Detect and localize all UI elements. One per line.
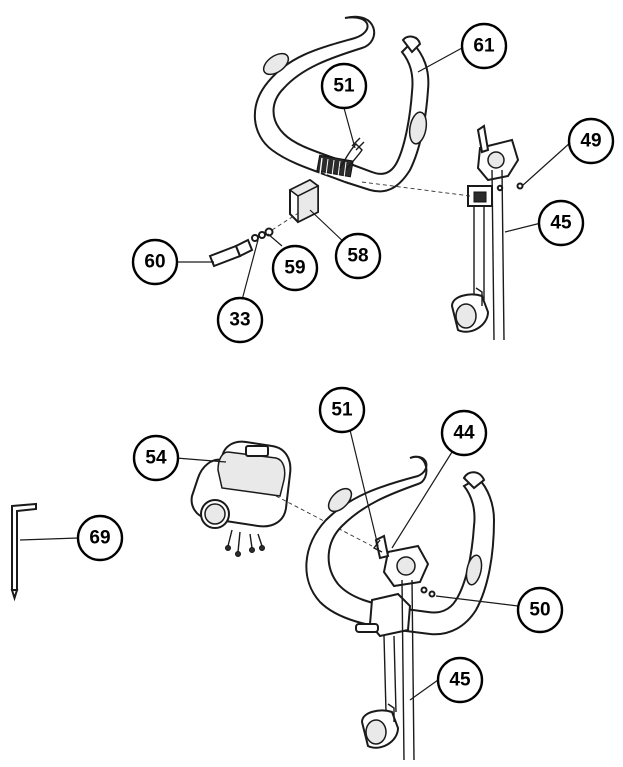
callout-54: 54 — [132, 434, 180, 482]
callout-49: 49 — [567, 117, 615, 165]
callout-45-bottom: 45 — [436, 656, 484, 704]
callout-51-bottom: 51 — [318, 386, 366, 434]
callout-label: 58 — [347, 246, 368, 267]
bottom-leader-lines — [19, 429, 519, 701]
console-part — [190, 440, 292, 557]
callout-51-top: 51 — [320, 62, 368, 110]
bottom-assembly — [10, 440, 496, 761]
callout-label: 54 — [145, 448, 167, 469]
callout-label: 59 — [284, 258, 305, 279]
bottom-handlebar-part — [305, 455, 496, 636]
callout-label: 50 — [529, 600, 550, 621]
callout-label: 51 — [333, 76, 355, 97]
callout-33: 33 — [216, 296, 264, 344]
callout-50: 50 — [516, 586, 564, 634]
handlebar-post-part — [450, 124, 520, 341]
callout-label: 45 — [449, 670, 471, 691]
callout-60: 60 — [131, 238, 179, 286]
callout-label: 61 — [473, 36, 495, 57]
adjustment-knob-part — [208, 227, 274, 268]
callout-label: 44 — [453, 423, 475, 444]
callout-44: 44 — [440, 409, 488, 457]
mounting-bracket-part — [355, 534, 436, 761]
top-assembly — [208, 15, 524, 341]
callout-label: 49 — [580, 131, 601, 152]
hex-key-part — [10, 502, 37, 602]
callout-label: 51 — [331, 400, 353, 421]
callout-58: 58 — [334, 232, 382, 280]
callout-59: 59 — [271, 244, 319, 292]
callout-label: 33 — [229, 310, 250, 331]
callout-label: 69 — [89, 528, 110, 549]
callout-label: 45 — [550, 213, 572, 234]
top-leader-lines — [176, 47, 572, 301]
callout-label: 60 — [144, 252, 165, 273]
callout-61: 61 — [460, 22, 508, 70]
handlebar-clamp-part — [288, 178, 320, 224]
callout-69: 69 — [76, 514, 124, 562]
callout-45-top: 45 — [537, 199, 585, 247]
